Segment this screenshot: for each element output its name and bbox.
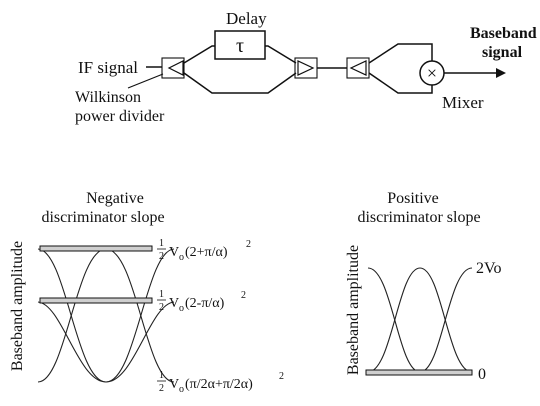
positive-level-bottom-bar bbox=[365, 369, 473, 376]
mixer-icon: × bbox=[427, 63, 437, 83]
upper-path-right bbox=[265, 45, 297, 64]
negative-level-bottom-label: 1 2 V o (π/2α+π/2α) 2 bbox=[157, 370, 284, 395]
positive-level-min-label: 0 bbox=[478, 366, 486, 383]
bot-expr-sub: o bbox=[179, 384, 184, 395]
negative-level-mid-bar bbox=[39, 297, 153, 304]
delay-box bbox=[214, 30, 266, 60]
positive-curve-b bbox=[367, 267, 473, 373]
bot-frac-den: 2 bbox=[159, 383, 164, 394]
mid-expr-sup: 2 bbox=[241, 290, 246, 301]
baseband-label-line2: signal bbox=[482, 44, 523, 61]
negative-ylabel: Baseband amplitude bbox=[9, 241, 26, 371]
positive-curve-a bbox=[367, 267, 473, 373]
delay-symbol: τ bbox=[236, 35, 244, 57]
combiner-triangle-icon bbox=[297, 60, 315, 76]
top-frac-den: 2 bbox=[159, 251, 164, 262]
divider-label-line2: power divider bbox=[75, 108, 165, 125]
lower-path bbox=[183, 72, 297, 94]
positive-title-line1: Positive bbox=[387, 190, 439, 207]
positive-slope-plot: Positive discriminator slope Baseband am… bbox=[345, 190, 502, 383]
negative-curve-c bbox=[37, 301, 107, 383]
wilkinson-divider-block bbox=[161, 57, 185, 79]
block-diagram: Delay τ IF signal Wilkinson power divide… bbox=[75, 9, 537, 125]
if-signal-label: IF signal bbox=[78, 58, 138, 77]
negative-level-mid-label: 1 2 V o (2-π/α) 2 bbox=[157, 289, 246, 314]
second-divider-triangle-icon bbox=[349, 60, 367, 76]
positive-ylabel: Baseband amplitude bbox=[345, 245, 362, 375]
top-expr-sub: o bbox=[179, 252, 184, 263]
negative-level-top-bar bbox=[39, 245, 153, 252]
mid-expr-v: V bbox=[169, 296, 179, 311]
negative-curve-a bbox=[37, 248, 175, 383]
mid-frac-num: 1 bbox=[159, 289, 164, 300]
divider-leader-line bbox=[127, 73, 164, 89]
bot-expr-rest: (π/2α+π/2α) bbox=[185, 377, 253, 392]
mixer-lower-path bbox=[368, 72, 433, 94]
mixer-upper-path bbox=[368, 43, 433, 64]
negative-curve-b bbox=[37, 248, 175, 383]
top-frac-num: 1 bbox=[159, 238, 164, 249]
bot-expr-sup: 2 bbox=[279, 371, 284, 382]
top-expr-rest: (2+π/α) bbox=[185, 245, 228, 260]
delay-label: Delay bbox=[226, 9, 267, 28]
output-arrow-icon bbox=[496, 68, 506, 78]
baseband-label-line1: Baseband bbox=[470, 25, 537, 42]
divider-label-line1: Wilkinson bbox=[75, 89, 141, 106]
positive-title-line2: discriminator slope bbox=[357, 209, 480, 226]
second-divider-block bbox=[346, 57, 370, 79]
negative-title-line1: Negative bbox=[86, 190, 144, 207]
bot-frac-num: 1 bbox=[159, 370, 164, 381]
bot-expr-v: V bbox=[169, 377, 179, 392]
negative-curve-d bbox=[105, 301, 175, 383]
negative-slope-plot: Negative discriminator slope Baseband am… bbox=[9, 190, 284, 395]
negative-level-top-label: 1 2 V o (2+π/α) 2 bbox=[157, 238, 251, 263]
mid-expr-sub: o bbox=[179, 303, 184, 314]
positive-level-max-label: 2Vo bbox=[476, 260, 502, 277]
divider-triangle-icon bbox=[167, 60, 184, 76]
negative-title-line2: discriminator slope bbox=[41, 209, 164, 226]
top-expr-v: V bbox=[169, 245, 179, 260]
mixer-label: Mixer bbox=[442, 93, 484, 112]
mid-expr-rest: (2-π/α) bbox=[185, 296, 225, 311]
mid-frac-den: 2 bbox=[159, 302, 164, 313]
top-expr-sup: 2 bbox=[246, 239, 251, 250]
upper-path-left bbox=[183, 45, 215, 64]
